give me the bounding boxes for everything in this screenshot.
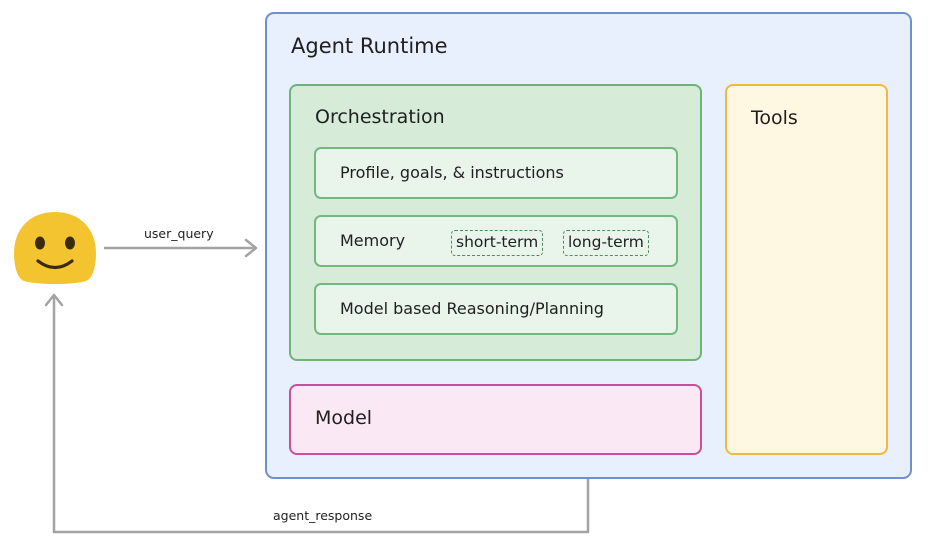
memory-box: Memory short-term long-term bbox=[314, 215, 678, 267]
smiley-face-icon bbox=[14, 212, 96, 284]
memory-label: Memory bbox=[340, 231, 406, 250]
tools-title: Tools bbox=[751, 107, 798, 129]
memory-tag-long-term: long-term bbox=[563, 230, 649, 256]
reasoning-planning-box: Model based Reasoning/Planning bbox=[314, 283, 678, 335]
orchestration-box: Orchestration Profile, goals, & instruct… bbox=[289, 84, 702, 361]
profile-goals-box: Profile, goals, & instructions bbox=[314, 147, 678, 199]
agent-response-label: agent_response bbox=[273, 508, 373, 523]
model-title: Model bbox=[315, 407, 373, 429]
memory-tag-short-term: short-term bbox=[451, 230, 544, 256]
orchestration-title: Orchestration bbox=[315, 106, 445, 128]
user-query-arrow bbox=[104, 238, 258, 258]
agent-runtime-title: Agent Runtime bbox=[291, 34, 448, 58]
tools-box: Tools bbox=[725, 84, 888, 455]
model-box: Model bbox=[289, 384, 702, 455]
profile-goals-label: Profile, goals, & instructions bbox=[340, 163, 564, 182]
agent-response-arrow bbox=[44, 293, 590, 534]
reasoning-planning-label: Model based Reasoning/Planning bbox=[340, 299, 604, 318]
user-query-label: user_query bbox=[144, 226, 214, 241]
